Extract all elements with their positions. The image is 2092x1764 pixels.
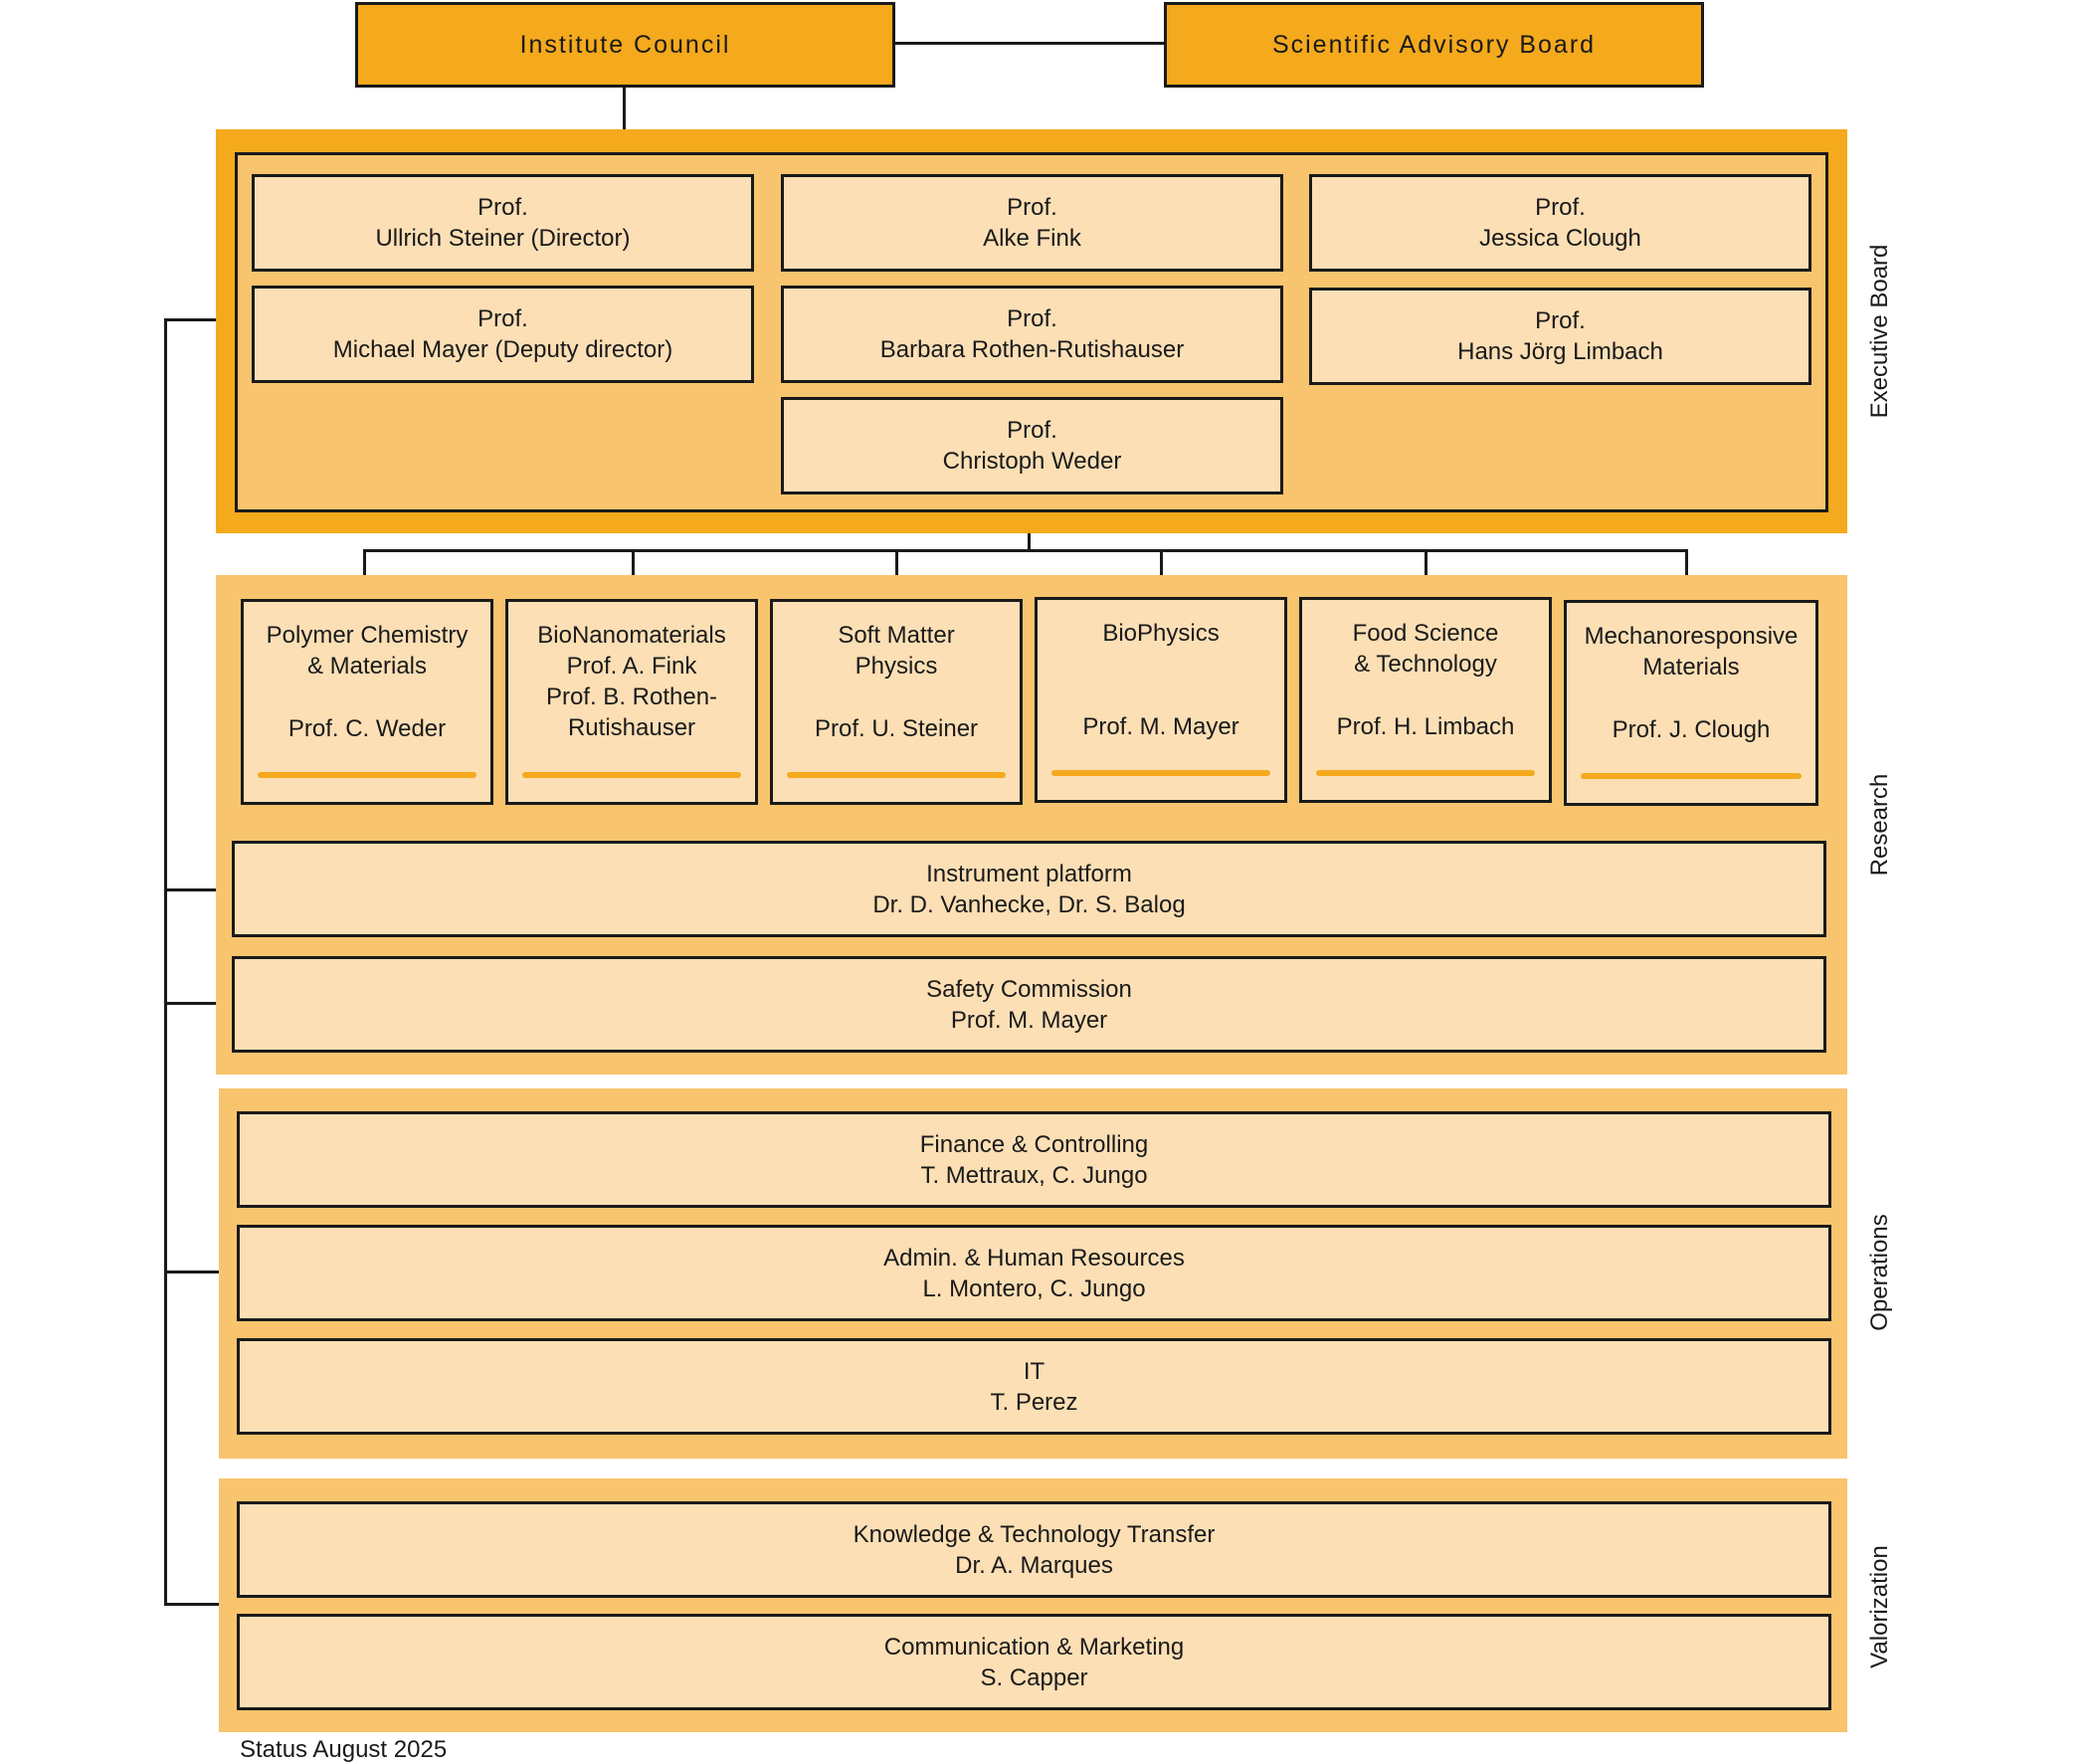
research-group-soft-matter-physics: Soft Matter Physics Prof. U. Steiner [770, 599, 1023, 805]
spine-exec-tick [164, 318, 216, 321]
unit-name: Admin. & Human Resources [883, 1244, 1185, 1272]
knowledge-technology-transfer-box: Knowledge & Technology Transfer Dr. A. M… [237, 1501, 1831, 1598]
communication-marketing-box: Communication & Marketing S. Capper [237, 1614, 1831, 1710]
unit-people: T. Mettraux, C. Jungo [920, 1161, 1148, 1189]
council-exec-connector [623, 86, 626, 154]
scientific-advisory-board-label: Scientific Advisory Board [1271, 30, 1597, 59]
research-group-head: Prof. C. Weder [287, 715, 447, 742]
exec-member-name: Hans Jörg Limbach [1457, 338, 1663, 365]
unit-name: IT [1023, 1357, 1046, 1385]
exec-member-title: Prof. [477, 194, 528, 221]
exec-member-weder: Prof. Christoph Weder [781, 397, 1283, 494]
exec-member-clough: Prof. Jessica Clough [1309, 174, 1811, 272]
unit-people: Dr. A. Marques [955, 1551, 1113, 1579]
research-group-name: Polymer Chemistry & Materials [266, 622, 469, 680]
research-group-name: Food Science & Technology [1352, 620, 1499, 678]
spine-safety-tick [164, 1002, 219, 1005]
research-group-name: Soft Matter Physics [838, 622, 955, 680]
exec-member-mayer: Prof. Michael Mayer (Deputy director) [252, 286, 754, 383]
status-note: Status August 2025 [240, 1736, 448, 1763]
unit-people: Prof. M. Mayer [950, 1006, 1108, 1034]
unit-people: L. Montero, C. Jungo [922, 1274, 1146, 1302]
research-group-name: BioPhysics [1102, 620, 1220, 647]
scientific-advisory-board-box: Scientific Advisory Board [1164, 2, 1704, 88]
exec-member-rothen-rutishauser: Prof. Barbara Rothen-Rutishauser [781, 286, 1283, 383]
exec-member-title: Prof. [1007, 194, 1057, 221]
research-groups-bus [363, 549, 1686, 552]
unit-name: Communication & Marketing [883, 1633, 1185, 1661]
group-drop-6 [1685, 549, 1688, 599]
operations-label: Operations [1866, 1214, 1893, 1331]
research-label: Research [1866, 773, 1893, 877]
executive-board-label: Executive Board [1866, 244, 1893, 419]
research-group-underline [1051, 770, 1270, 776]
admin-human-resources-box: Admin. & Human Resources L. Montero, C. … [237, 1225, 1831, 1321]
exec-member-limbach: Prof. Hans Jörg Limbach [1309, 288, 1811, 385]
institute-council-box: Institute Council [355, 2, 895, 88]
unit-people: T. Perez [990, 1388, 1078, 1416]
valorization-label: Valorization [1866, 1545, 1893, 1668]
exec-member-title: Prof. [1007, 305, 1057, 332]
research-group-head: Prof. M. Mayer [1082, 713, 1239, 740]
unit-people: Dr. D. Vanhecke, Dr. S. Balog [872, 890, 1186, 918]
research-group-head: Prof. J. Clough [1612, 716, 1771, 743]
research-group-name: BioNanomaterials Prof. A. Fink Prof. B. … [537, 622, 726, 741]
research-group-underline [522, 772, 741, 778]
spine-valorization-tick [164, 1603, 219, 1606]
exec-member-name: Alke Fink [983, 225, 1081, 252]
institute-council-label: Institute Council [519, 30, 731, 59]
exec-member-title: Prof. [477, 305, 528, 332]
unit-name: Finance & Controlling [919, 1130, 1149, 1158]
unit-name: Instrument platform [926, 860, 1132, 887]
research-group-head: Prof. H. Limbach [1336, 713, 1515, 740]
research-group-underline [1316, 770, 1535, 776]
research-group-food-science: Food Science & Technology Prof. H. Limba… [1299, 597, 1552, 803]
unit-people: S. Capper [980, 1664, 1088, 1691]
exec-member-name: Barbara Rothen-Rutishauser [879, 336, 1185, 363]
exec-member-title: Prof. [1535, 194, 1586, 221]
it-box: IT T. Perez [237, 1338, 1831, 1435]
group-drop-5 [1425, 549, 1427, 599]
council-advisory-connector [894, 42, 1167, 45]
research-group-underline [1581, 773, 1802, 779]
research-group-biophysics: BioPhysics Prof. M. Mayer [1035, 597, 1287, 803]
exec-member-fink: Prof. Alke Fink [781, 174, 1283, 272]
research-group-name: Mechanoresponsive Materials [1584, 623, 1799, 681]
unit-name: Knowledge & Technology Transfer [853, 1520, 1216, 1548]
exec-member-name: Christoph Weder [942, 448, 1122, 475]
exec-member-title: Prof. [1535, 307, 1586, 334]
group-drop-2 [632, 549, 635, 599]
exec-member-name: Jessica Clough [1479, 225, 1641, 252]
unit-name: Safety Commission [926, 975, 1132, 1003]
group-drop-3 [895, 549, 898, 599]
spine-operations-tick [164, 1271, 219, 1274]
group-drop-1 [363, 549, 366, 599]
exec-member-steiner: Prof. Ullrich Steiner (Director) [252, 174, 754, 272]
instrument-platform-box: Instrument platform Dr. D. Vanhecke, Dr.… [232, 841, 1826, 937]
left-spine [164, 318, 167, 1605]
research-group-underline [787, 772, 1006, 778]
exec-member-title: Prof. [1007, 417, 1057, 444]
group-drop-4 [1160, 549, 1163, 599]
research-group-mechanoresponsive-materials: Mechanoresponsive Materials Prof. J. Clo… [1564, 600, 1818, 806]
research-group-polymer-chemistry: Polymer Chemistry & Materials Prof. C. W… [241, 599, 493, 805]
exec-member-name: Ullrich Steiner (Director) [375, 225, 631, 252]
safety-commission-box: Safety Commission Prof. M. Mayer [232, 956, 1826, 1053]
finance-controlling-box: Finance & Controlling T. Mettraux, C. Ju… [237, 1111, 1831, 1208]
research-group-underline [258, 772, 476, 778]
research-group-bionanomaterials: BioNanomaterials Prof. A. Fink Prof. B. … [505, 599, 758, 805]
research-group-head: Prof. U. Steiner [814, 715, 979, 742]
spine-instrument-tick [164, 888, 219, 891]
exec-member-name: Michael Mayer (Deputy director) [332, 336, 673, 363]
